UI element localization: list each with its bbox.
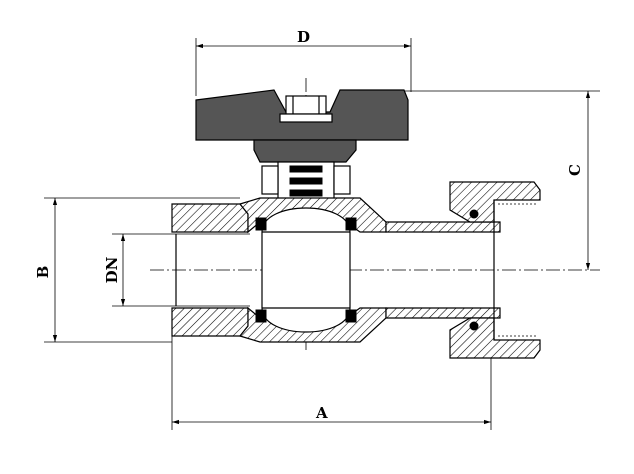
dimension-d-label: D [297,28,310,46]
dimension-c-label: C [566,164,584,176]
dimension-b-label: B [34,266,52,279]
right-union-nut [449,181,541,359]
left-threaded-end [171,203,249,337]
dimension-b: B [34,197,240,343]
dimension-d: D [195,28,412,96]
dimension-dn-label: DN [103,256,121,283]
valve-body [238,197,501,343]
dimension-a: A [171,330,492,430]
butterfly-handle [195,89,409,163]
dimension-dn: DN [103,233,250,307]
dimension-c: C [400,90,600,270]
dimension-a-label: A [315,404,328,422]
